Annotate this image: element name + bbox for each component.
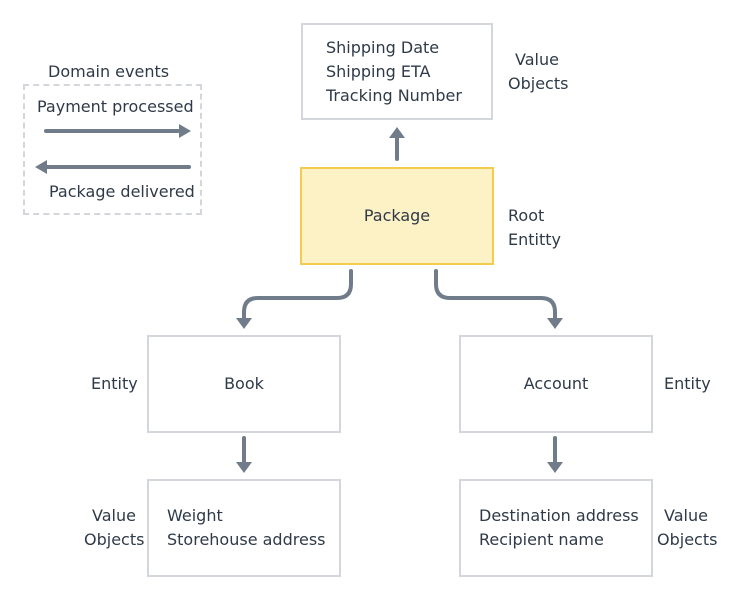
legend-arrowhead-right [179,124,191,138]
arrowhead-account-vo [547,462,563,473]
arrowhead-account [547,318,563,329]
book-label: Book [224,374,264,393]
annotation-value-objects-top-1: Value [515,50,559,69]
domain-events-legend [23,84,202,215]
package-root-box: Package [300,167,494,265]
legend-title: Domain events [48,62,170,81]
value-objects-account-box: Destination address Recipient name [459,479,653,577]
annotation-value-objects-account-1: Value [664,506,708,525]
arrowhead-up [389,127,405,138]
annotation-value-objects-account-2: Objects [657,530,718,549]
annotation-value-objects-book-1: Value [92,506,136,525]
annotation-book-entity: Entity [91,374,138,393]
value-object-destination-address: Destination address [479,506,639,525]
legend-event-package-delivered: Package delivered [49,182,195,201]
annotation-account-entity: Entity [664,374,711,393]
package-label: Package [363,206,431,225]
account-entity-box: Account [459,335,653,433]
arrowhead-book [236,318,252,329]
value-object-tracking-number: Tracking Number [326,85,462,105]
account-label: Account [523,374,589,393]
value-object-shipping-eta: Shipping ETA [326,61,431,81]
arrowhead-book-vo [236,462,252,473]
arrow-package-to-account [434,269,557,320]
value-object-weight: Weight [167,506,223,525]
legend-event-payment-processed: Payment processed [37,97,194,116]
value-objects-package-box: Shipping Date Shipping ETA Tracking Numb… [301,23,493,120]
annotation-value-objects-book-2: Objects [84,530,145,549]
annotation-value-objects-top-2: Objects [508,74,569,93]
book-entity-box: Book [147,335,341,433]
legend-arrowhead-left [35,160,47,174]
arrow-package-to-book [242,269,353,320]
annotation-root-1: Root [508,206,545,225]
value-objects-book-box: Weight Storehouse address [147,479,341,577]
annotation-root-2: Entitty [508,230,561,249]
value-object-recipient-name: Recipient name [479,530,604,549]
value-object-storehouse-address: Storehouse address [167,530,326,549]
value-object-shipping-date: Shipping Date [326,37,440,57]
